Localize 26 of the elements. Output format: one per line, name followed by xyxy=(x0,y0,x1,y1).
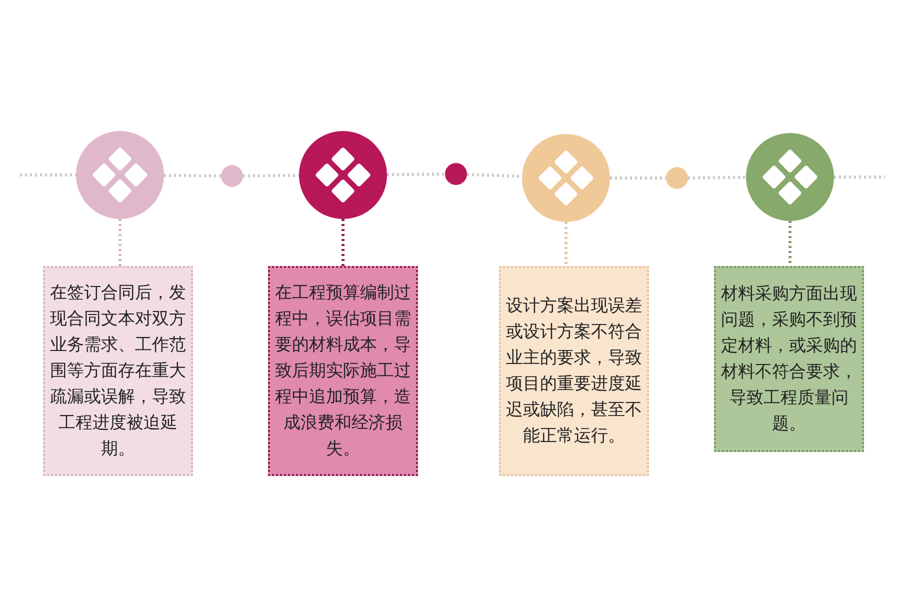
description-text: 在签订合同后，发现合同文本对双方业务需求、工作范围等方面存在重大疏漏或误解，导致工程进度被迫延期。 xyxy=(49,282,187,461)
connector xyxy=(164,174,222,178)
step-circle xyxy=(746,133,834,221)
connector xyxy=(688,176,746,180)
timeline-dot xyxy=(221,165,243,187)
text-card xyxy=(499,266,649,476)
text-card xyxy=(43,266,193,476)
connector xyxy=(242,174,300,178)
description-text: 设计方案出现误差或设计方案不符合业主的要求，导致项目的重要进度延迟或缺陷，甚至不能正常运行。 xyxy=(505,295,643,448)
connector xyxy=(834,176,885,178)
step-circle xyxy=(76,131,164,219)
description-text: 材料采购方面出现问题，采购不到预定材料，或采购的材料不符合要求，导致工程质量问题。 xyxy=(720,283,858,436)
connector xyxy=(386,172,446,176)
text-card xyxy=(268,266,418,476)
description-text: 在工程预算编制过程中，误估项目需要的材料成本，导致后期实际施工过程中追加预算，造成浪费和经济损失。 xyxy=(274,282,412,461)
connector xyxy=(20,174,76,176)
step-circle xyxy=(299,131,387,219)
connector xyxy=(610,176,666,180)
connector xyxy=(342,219,344,266)
timeline-dot xyxy=(666,167,688,189)
connector xyxy=(788,221,792,266)
connector xyxy=(564,222,568,266)
connector xyxy=(118,219,122,266)
timeline-dot xyxy=(445,163,467,185)
step-circle xyxy=(522,134,610,222)
text-card xyxy=(714,266,864,452)
